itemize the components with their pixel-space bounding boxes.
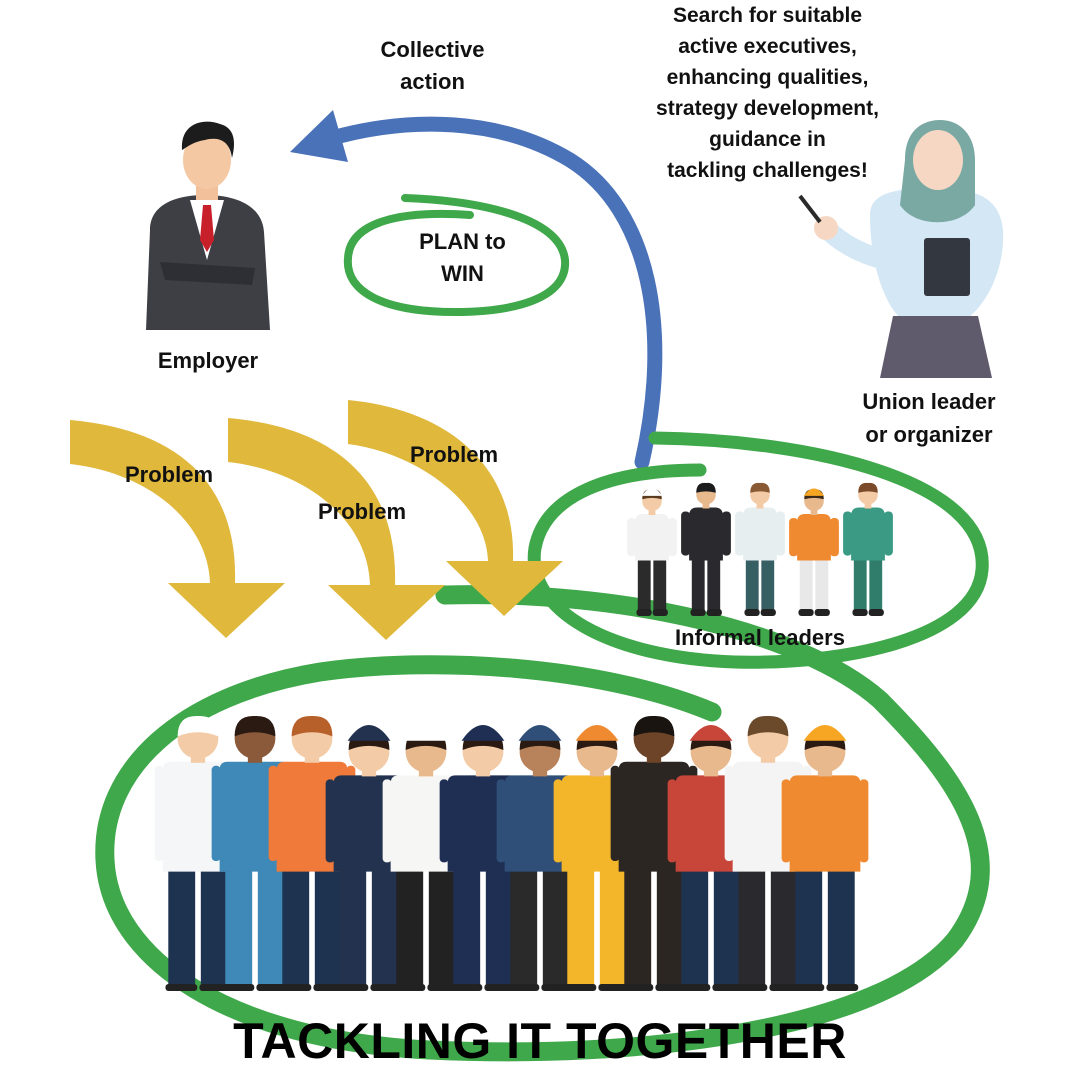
union-leader-line-1: Union leader: [862, 389, 996, 414]
employer-figure: [146, 121, 270, 330]
problem-arrows: [70, 400, 563, 640]
union-description-label: Search for suitable active executives, e…: [625, 0, 910, 186]
union-description-line-4: strategy development,: [656, 97, 879, 120]
union-description-line-6: tackling challenges!: [667, 159, 868, 182]
problem-label-2: Problem: [317, 499, 407, 524]
diagram-title: TACKLING IT TOGETHER: [233, 1013, 847, 1069]
collective-action-arrowhead: [290, 110, 348, 162]
problem-label-3: Problem: [409, 442, 499, 467]
informal-leader-businessman-figure: [681, 482, 731, 616]
plan-line-1: PLAN to: [419, 229, 506, 254]
plan-line-2: WIN: [441, 261, 484, 286]
workers-figures: [154, 715, 869, 991]
union-leader-line-2: or organizer: [865, 422, 993, 447]
union-description-line-5: guidance in: [709, 128, 826, 151]
informal-leaders-label: Informal leaders: [675, 625, 845, 650]
collective-action-label: Collective action: [360, 34, 505, 98]
informal-leader-chef-figure: [627, 488, 677, 616]
problem-arrow-2: [228, 418, 445, 640]
employer-label: Employer: [157, 348, 259, 373]
union-description-line-2: active executives,: [678, 35, 857, 58]
union-description-line-3: enhancing qualities,: [666, 66, 869, 89]
problem-arrow-1: [70, 420, 285, 638]
informal-leader-doctor-figure: [735, 482, 785, 616]
plan-oval: [343, 194, 570, 317]
union-leader-label: Union leader or organizer: [840, 385, 1018, 451]
collective-action-arrow: [317, 116, 663, 470]
collective-action-line-2: action: [400, 69, 465, 94]
plan-to-win-label: PLAN to WIN: [400, 226, 525, 290]
collective-action-line-1: Collective: [380, 37, 485, 62]
problem-arrow-3: [348, 400, 563, 616]
union-leader-figure: [798, 120, 1004, 378]
problem-label-1: Problem: [124, 462, 214, 487]
informal-leaders-figures: [627, 482, 893, 616]
workers-oval: [95, 585, 990, 1062]
informal-leader-nurse-figure: [843, 482, 893, 616]
informal-leader-construction-worker-figure: [789, 488, 839, 616]
worker-construction-worker-figure: [781, 724, 869, 991]
informal-leaders-oval: [527, 431, 989, 669]
worker-nurse-figure: [211, 715, 299, 991]
union-description-line-1: Search for suitable: [672, 4, 863, 27]
